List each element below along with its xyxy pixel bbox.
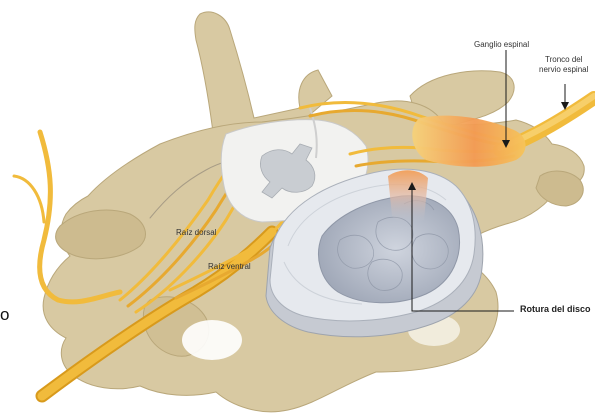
nerve-branch-curl-2 <box>14 176 44 222</box>
disc-tear <box>388 170 428 223</box>
label-rotura-del-disco: Rotura del disco <box>520 305 591 314</box>
edge-letter: o <box>0 306 9 324</box>
label-tronco-line1: Tronco del <box>545 55 583 64</box>
label-raiz-ventral: Raíz ventral <box>208 262 251 271</box>
label-raiz-dorsal: Raíz dorsal <box>176 228 216 237</box>
label-tronco-line2: nervio espinal <box>539 65 588 74</box>
cord-grey-matter <box>260 144 314 198</box>
foramen-shadow <box>182 320 242 360</box>
label-ganglio-espinal: Ganglio espinal <box>474 40 529 49</box>
